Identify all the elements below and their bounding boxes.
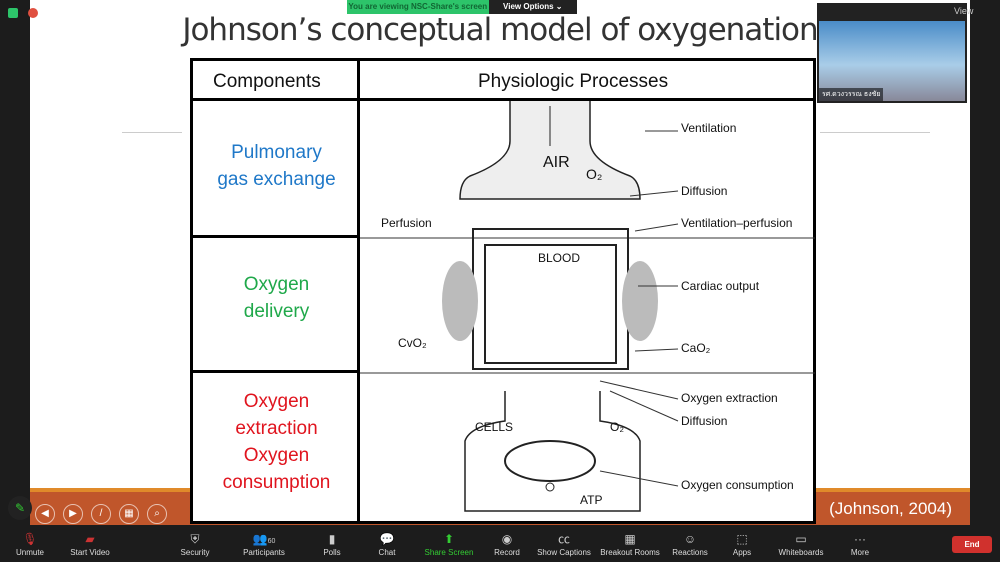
record-icon: ◉ <box>501 532 513 546</box>
divider <box>820 132 930 133</box>
zoom-button[interactable]: ⌕ <box>147 504 167 524</box>
reactions-icon: ☺ <box>683 532 697 546</box>
ventilation-label: Ventilation <box>681 121 737 135</box>
unmute-button[interactable]: 🎙Unmute <box>0 530 65 557</box>
speaker-video-tile[interactable]: รศ.ดวงวรรณ ธงชัย <box>817 3 967 103</box>
header-components: Components <box>213 71 321 92</box>
chat-button[interactable]: 💬Chat <box>352 530 422 557</box>
perfusion-label: Perfusion <box>381 216 432 230</box>
view-button[interactable]: View <box>954 6 974 16</box>
more-icon: ··· <box>854 532 866 546</box>
shared-slide: Johnson’s conceptual model of oxygenatio… <box>30 0 970 525</box>
shield-icon: ⛨ <box>190 532 200 546</box>
security-shield-icon <box>8 8 18 18</box>
air-label: AIR <box>543 154 570 171</box>
chat-icon: 💬 <box>379 532 395 546</box>
screen-share-banner: You are viewing NSC-Share's screen View … <box>347 0 577 14</box>
video-off-icon: ▰ <box>85 532 95 546</box>
oxygen-consumption-label: Oxygen consumption <box>681 478 794 492</box>
share-screen-icon: ⬆ <box>443 532 455 546</box>
speaker-video: รศ.ดวงวรรณ ธงชัย <box>819 21 965 101</box>
previous-slide-button[interactable]: ◀ <box>35 504 55 524</box>
reactions-button[interactable]: ☺Reactions <box>655 530 725 557</box>
cells-label: CELLS <box>475 420 514 434</box>
participants-icon: 👥60 <box>252 532 276 546</box>
oxygenation-diagram <box>360 101 815 512</box>
share-screen-button[interactable]: ⬆Share Screen <box>414 530 484 557</box>
end-meeting-button[interactable]: End <box>952 536 992 553</box>
oxygen-extraction-label: Oxygen extraction <box>681 391 778 405</box>
slide-grid-button[interactable]: ▦ <box>119 504 139 524</box>
o2-label: O₂ <box>586 166 603 182</box>
captions-icon: ㏄ <box>557 532 570 546</box>
whiteboard-icon: ▭ <box>795 532 807 546</box>
start-video-button[interactable]: ▰Start Video <box>55 530 125 557</box>
ventilation-perfusion-label: Ventilation–perfusion <box>681 216 793 230</box>
table-rule <box>193 370 360 373</box>
breakout-rooms-button[interactable]: ▦Breakout Rooms <box>595 530 665 557</box>
mic-muted-icon: 🎙 <box>22 532 38 546</box>
cardiac-output-label: Cardiac output <box>681 279 760 293</box>
security-button[interactable]: ⛨Security <box>160 530 230 557</box>
header-processes: Physiologic Processes <box>478 71 669 92</box>
table-rule <box>193 98 813 101</box>
speaker-name: รศ.ดวงวรรณ ธงชัย <box>819 88 884 101</box>
table-rule <box>193 235 360 238</box>
next-slide-button[interactable]: ▶ <box>63 504 83 524</box>
blood-label: BLOOD <box>538 251 581 265</box>
polls-icon: ▮ <box>328 532 336 546</box>
cao2-label: CaO₂ <box>681 341 711 355</box>
annotate-pen-icon[interactable]: ✎ <box>8 496 32 520</box>
recording-icon <box>28 8 38 18</box>
view-options-button[interactable]: View Options ⌄ <box>488 0 577 14</box>
slide-title: Johnson’s conceptual model of oxygenatio… <box>182 12 818 48</box>
viewing-notice: You are viewing NSC-Share's screen <box>347 0 489 14</box>
divider <box>122 132 182 133</box>
atp-label: ATP <box>578 493 605 507</box>
table-rule <box>357 61 360 521</box>
diffusion-label: Diffusion <box>681 184 728 198</box>
polls-button[interactable]: ▮Polls <box>297 530 367 557</box>
model-table: Components Physiologic Processes Pulmona… <box>190 58 816 524</box>
more-button[interactable]: ···More <box>825 530 895 557</box>
whiteboards-button[interactable]: ▭Whiteboards <box>766 530 836 557</box>
pen-tool-button[interactable]: / <box>91 504 111 524</box>
apps-button[interactable]: ⬚Apps <box>707 530 777 557</box>
cells-o2-label: O₂ <box>610 420 624 434</box>
cvo2-label: CvO₂ <box>398 336 427 350</box>
apps-icon: ⬚ <box>736 532 748 546</box>
citation: (Johnson, 2004) <box>829 499 952 518</box>
diffusion-cells-label: Diffusion <box>681 414 728 428</box>
breakout-rooms-icon: ▦ <box>624 532 636 546</box>
record-button[interactable]: ◉Record <box>472 530 542 557</box>
